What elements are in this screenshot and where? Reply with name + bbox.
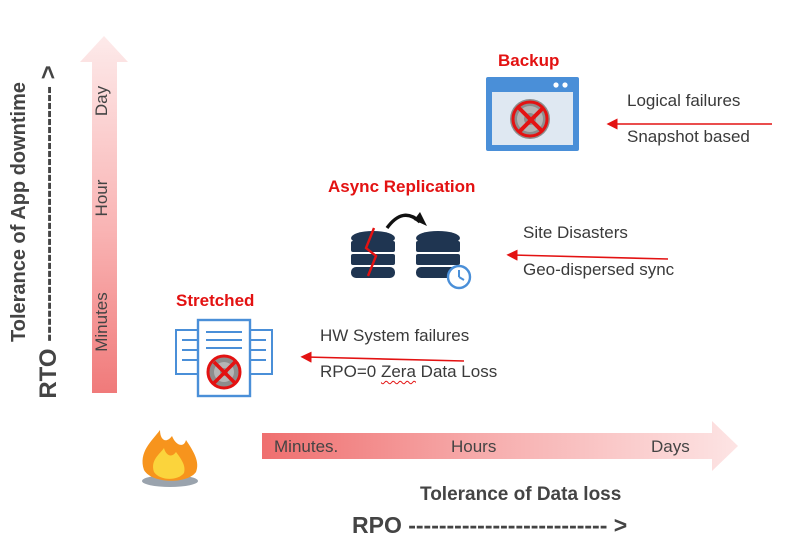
data-loss-text: Data Loss: [420, 362, 498, 381]
stretched-pointer-arrow: [300, 351, 465, 363]
stretched-documents-icon: [175, 318, 273, 398]
x-axis-title: Tolerance of Data loss: [420, 484, 622, 505]
y-tick-day: Day: [92, 85, 111, 117]
no-symbol-icon: [206, 354, 242, 390]
rpo-scale-arrow: [262, 421, 738, 471]
fire-icon: [142, 430, 198, 487]
async-replication-title: Async Replication: [328, 177, 476, 196]
rto-axis-label: RTO -------------------------------- >: [35, 65, 62, 399]
rpo-zero-text: RPO=0: [320, 362, 377, 381]
x-tick-minutes: Minutes.: [274, 437, 339, 456]
backup-line-2: Snapshot based: [627, 127, 750, 146]
no-symbol-icon: [511, 100, 549, 138]
async-line-2: Geo-dispersed sync: [523, 260, 675, 279]
replication-arc-arrow: [385, 213, 422, 230]
rpo-axis-label: RPO -------------------------- >: [352, 512, 628, 538]
rto-scale-arrow: [80, 36, 128, 393]
broken-database-icon: [351, 227, 395, 278]
zera-misspelled-text: Zera: [380, 362, 416, 381]
x-tick-days: Days: [651, 437, 690, 456]
x-tick-hours: Hours: [451, 437, 497, 456]
y-axis-title: Tolerance of App downtime: [8, 81, 30, 342]
clock-sync-icon: [446, 264, 472, 290]
stretched-title: Stretched: [176, 291, 255, 310]
stretched-line-2: RPO=0 Zera Data Loss: [320, 362, 497, 382]
stretched-line-1: HW System failures: [320, 326, 470, 345]
async-pointer-arrow: [506, 249, 669, 261]
backup-line-1: Logical failures: [627, 91, 741, 110]
y-tick-minutes: Minutes: [92, 292, 111, 352]
database-icon: [416, 231, 460, 278]
backup-window-icon: [486, 77, 579, 151]
backup-title: Backup: [498, 51, 560, 70]
async-line-1: Site Disasters: [523, 223, 628, 242]
y-tick-hour: Hour: [92, 179, 111, 217]
async-replication-icon: [351, 212, 472, 290]
